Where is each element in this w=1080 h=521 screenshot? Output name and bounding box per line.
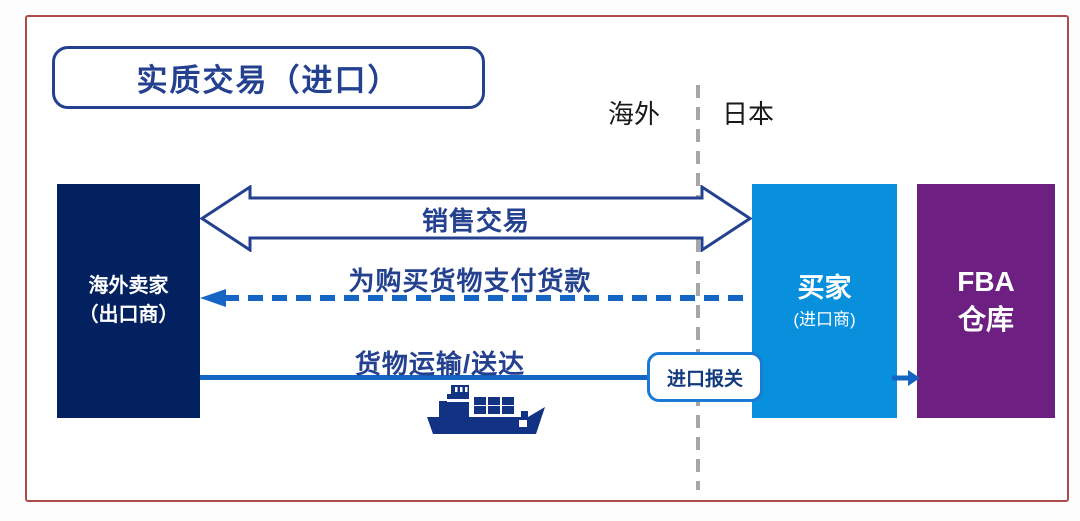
- seller-role: （出口商）: [78, 304, 179, 326]
- ship-icon: [427, 385, 545, 434]
- title-badge: 实质交易（进口）: [52, 46, 485, 109]
- seller-name: 海外卖家: [88, 275, 169, 297]
- customs-label: 进口报关: [666, 368, 743, 390]
- region-label-overseas: 海外: [607, 99, 660, 129]
- region-label-japan: 日本: [721, 99, 774, 129]
- fba-warehouse-box: FBA 仓库: [917, 184, 1055, 418]
- border-divider-dashed-line: [696, 85, 700, 490]
- shipping-line: [200, 375, 650, 380]
- seller-box: 海外卖家 （出口商）: [57, 184, 200, 418]
- arrow-right-icon: [892, 370, 920, 386]
- warehouse-name-line1: FBA: [957, 266, 1015, 298]
- shipping-label: 货物运输/送达: [354, 349, 526, 379]
- buyer-box: 买家 (进口商): [752, 184, 897, 418]
- payment-label: 为购买货物支付货款: [348, 266, 592, 296]
- warehouse-name-line2: 仓库: [957, 304, 1014, 335]
- customs-declaration-badge: 进口报关: [647, 352, 763, 402]
- double-arrow-icon: [200, 185, 752, 252]
- dashed-arrow-icon: [200, 289, 752, 307]
- page-title: 实质交易（进口）: [136, 63, 401, 98]
- buyer-role: (进口商): [793, 310, 856, 330]
- sales-label: 销售交易: [421, 205, 530, 236]
- buyer-name: 买家: [797, 272, 852, 303]
